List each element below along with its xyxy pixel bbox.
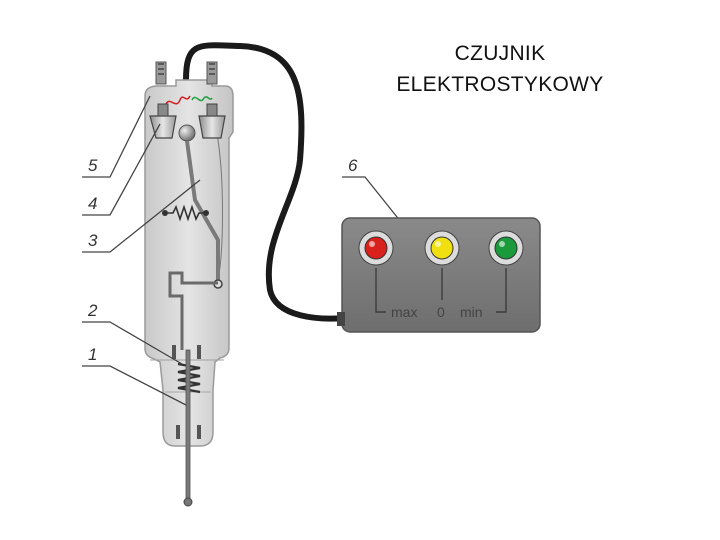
terminal-screws — [155, 61, 218, 85]
callout-1: 1 — [88, 345, 97, 364]
title-line-1: CZUJNIK — [454, 42, 546, 65]
diagram-title: CZUJNIK ELEKTROSTYKOWY — [380, 38, 620, 100]
contact-lever — [185, 140, 220, 283]
callout-6: 6 — [348, 156, 358, 175]
scale-label-zero: 0 — [437, 304, 445, 320]
indicator-lamps — [358, 230, 524, 266]
lamp-green — [488, 230, 524, 266]
lamp-yellow — [424, 230, 460, 266]
callout-3: 3 — [88, 231, 98, 250]
scale-label-min: min — [460, 304, 483, 320]
linkage — [168, 271, 218, 350]
leader-lines — [82, 95, 406, 406]
title-line-2: ELEKTROSTYKOWY — [396, 73, 604, 96]
green-wire — [191, 96, 213, 102]
lever-spring — [162, 204, 209, 222]
callout-2: 2 — [87, 301, 98, 320]
lamp-red — [358, 230, 394, 266]
scale-label-max: max — [391, 304, 417, 320]
scale-bracket — [375, 268, 507, 313]
signal-cable — [183, 42, 348, 322]
contact-cups — [149, 103, 226, 139]
red-wire — [165, 95, 191, 105]
callout-4: 4 — [88, 194, 97, 213]
callout-5: 5 — [88, 156, 98, 175]
contact-ball — [178, 124, 196, 142]
measuring-rod — [183, 349, 193, 507]
